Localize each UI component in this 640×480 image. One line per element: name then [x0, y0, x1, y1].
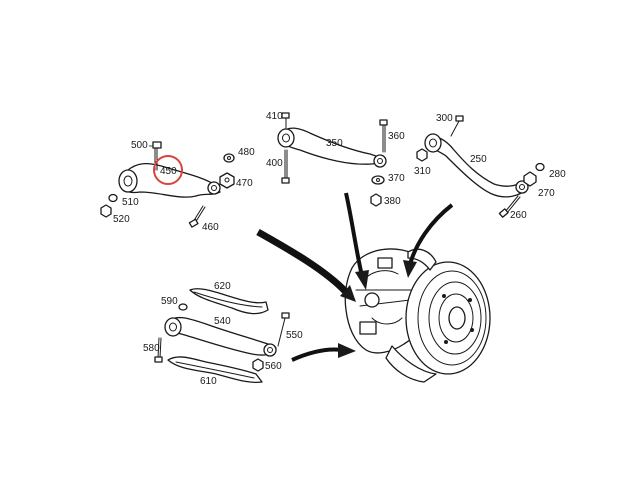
highlight-circle — [153, 155, 183, 185]
control-arm-450-right-bushing — [207, 181, 221, 195]
control-arm-350-group: 410 350 360 400 370 380 — [266, 111, 405, 207]
pointer-arrows — [256, 192, 454, 362]
nut-270[interactable] — [523, 171, 537, 187]
label-610: 610 — [200, 376, 217, 387]
label-470: 470 — [236, 178, 253, 189]
label-540: 540 — [214, 316, 231, 327]
label-620: 620 — [214, 281, 231, 292]
bolt-550[interactable] — [277, 312, 290, 347]
cover-620[interactable] — [189, 288, 269, 315]
wheel-hub — [405, 261, 491, 375]
label-450: 450 — [160, 166, 177, 177]
washer-480[interactable] — [223, 153, 235, 163]
label-380: 380 — [384, 196, 401, 207]
label-260: 260 — [510, 210, 527, 221]
nut-470[interactable] — [219, 172, 235, 189]
nut-380[interactable] — [370, 193, 382, 207]
control-arm-450-left-bushing — [118, 169, 138, 193]
label-270: 270 — [538, 188, 555, 199]
label-460: 460 — [202, 222, 219, 233]
bolt-360[interactable] — [379, 119, 388, 153]
bolt-400[interactable] — [281, 149, 290, 184]
control-arm-450[interactable] — [120, 163, 221, 198]
label-280: 280 — [549, 169, 566, 180]
bolt-580[interactable] — [154, 337, 163, 363]
label-360: 360 — [388, 131, 405, 142]
label-300: 300 — [436, 113, 453, 124]
lower-arm-group: 620 590 540 550 580 560 610 — [143, 281, 303, 387]
label-310: 310 — [414, 166, 431, 177]
control-arm-450-group: 500 450 480 470 510 520 460 — [100, 140, 255, 233]
arrow-350 — [344, 192, 364, 277]
control-arm-250-group: 300 250 310 280 270 260 — [414, 113, 566, 221]
bolt-410[interactable] — [281, 112, 290, 129]
label-370: 370 — [388, 173, 405, 184]
arrow-450 — [256, 228, 349, 295]
label-560: 560 — [265, 361, 282, 372]
wheel-hub-assembly — [344, 248, 491, 383]
bolt-260[interactable] — [498, 195, 521, 218]
label-350: 350 — [326, 138, 343, 149]
label-580: 580 — [143, 343, 160, 354]
control-arm-250[interactable] — [427, 136, 529, 198]
washer-370[interactable] — [371, 175, 385, 185]
label-400: 400 — [266, 158, 283, 169]
washer-280[interactable] — [535, 162, 545, 172]
label-510: 510 — [122, 197, 139, 208]
arrow-540 — [291, 347, 343, 362]
washer-510[interactable] — [108, 193, 118, 203]
label-590: 590 — [161, 296, 178, 307]
bolt-300[interactable] — [450, 115, 464, 137]
arrow-250 — [408, 203, 454, 265]
label-480: 480 — [238, 147, 255, 158]
label-500: 500 — [131, 140, 148, 151]
control-arm-350[interactable] — [279, 127, 383, 165]
nut-310[interactable] — [416, 148, 428, 162]
label-550: 550 — [286, 330, 303, 341]
nut-520[interactable] — [100, 204, 112, 218]
label-250: 250 — [470, 154, 487, 165]
nut-560[interactable] — [252, 358, 264, 372]
bolt-460[interactable] — [188, 205, 206, 228]
washer-590[interactable] — [178, 303, 188, 311]
label-520: 520 — [113, 214, 130, 225]
label-410: 410 — [266, 111, 283, 122]
